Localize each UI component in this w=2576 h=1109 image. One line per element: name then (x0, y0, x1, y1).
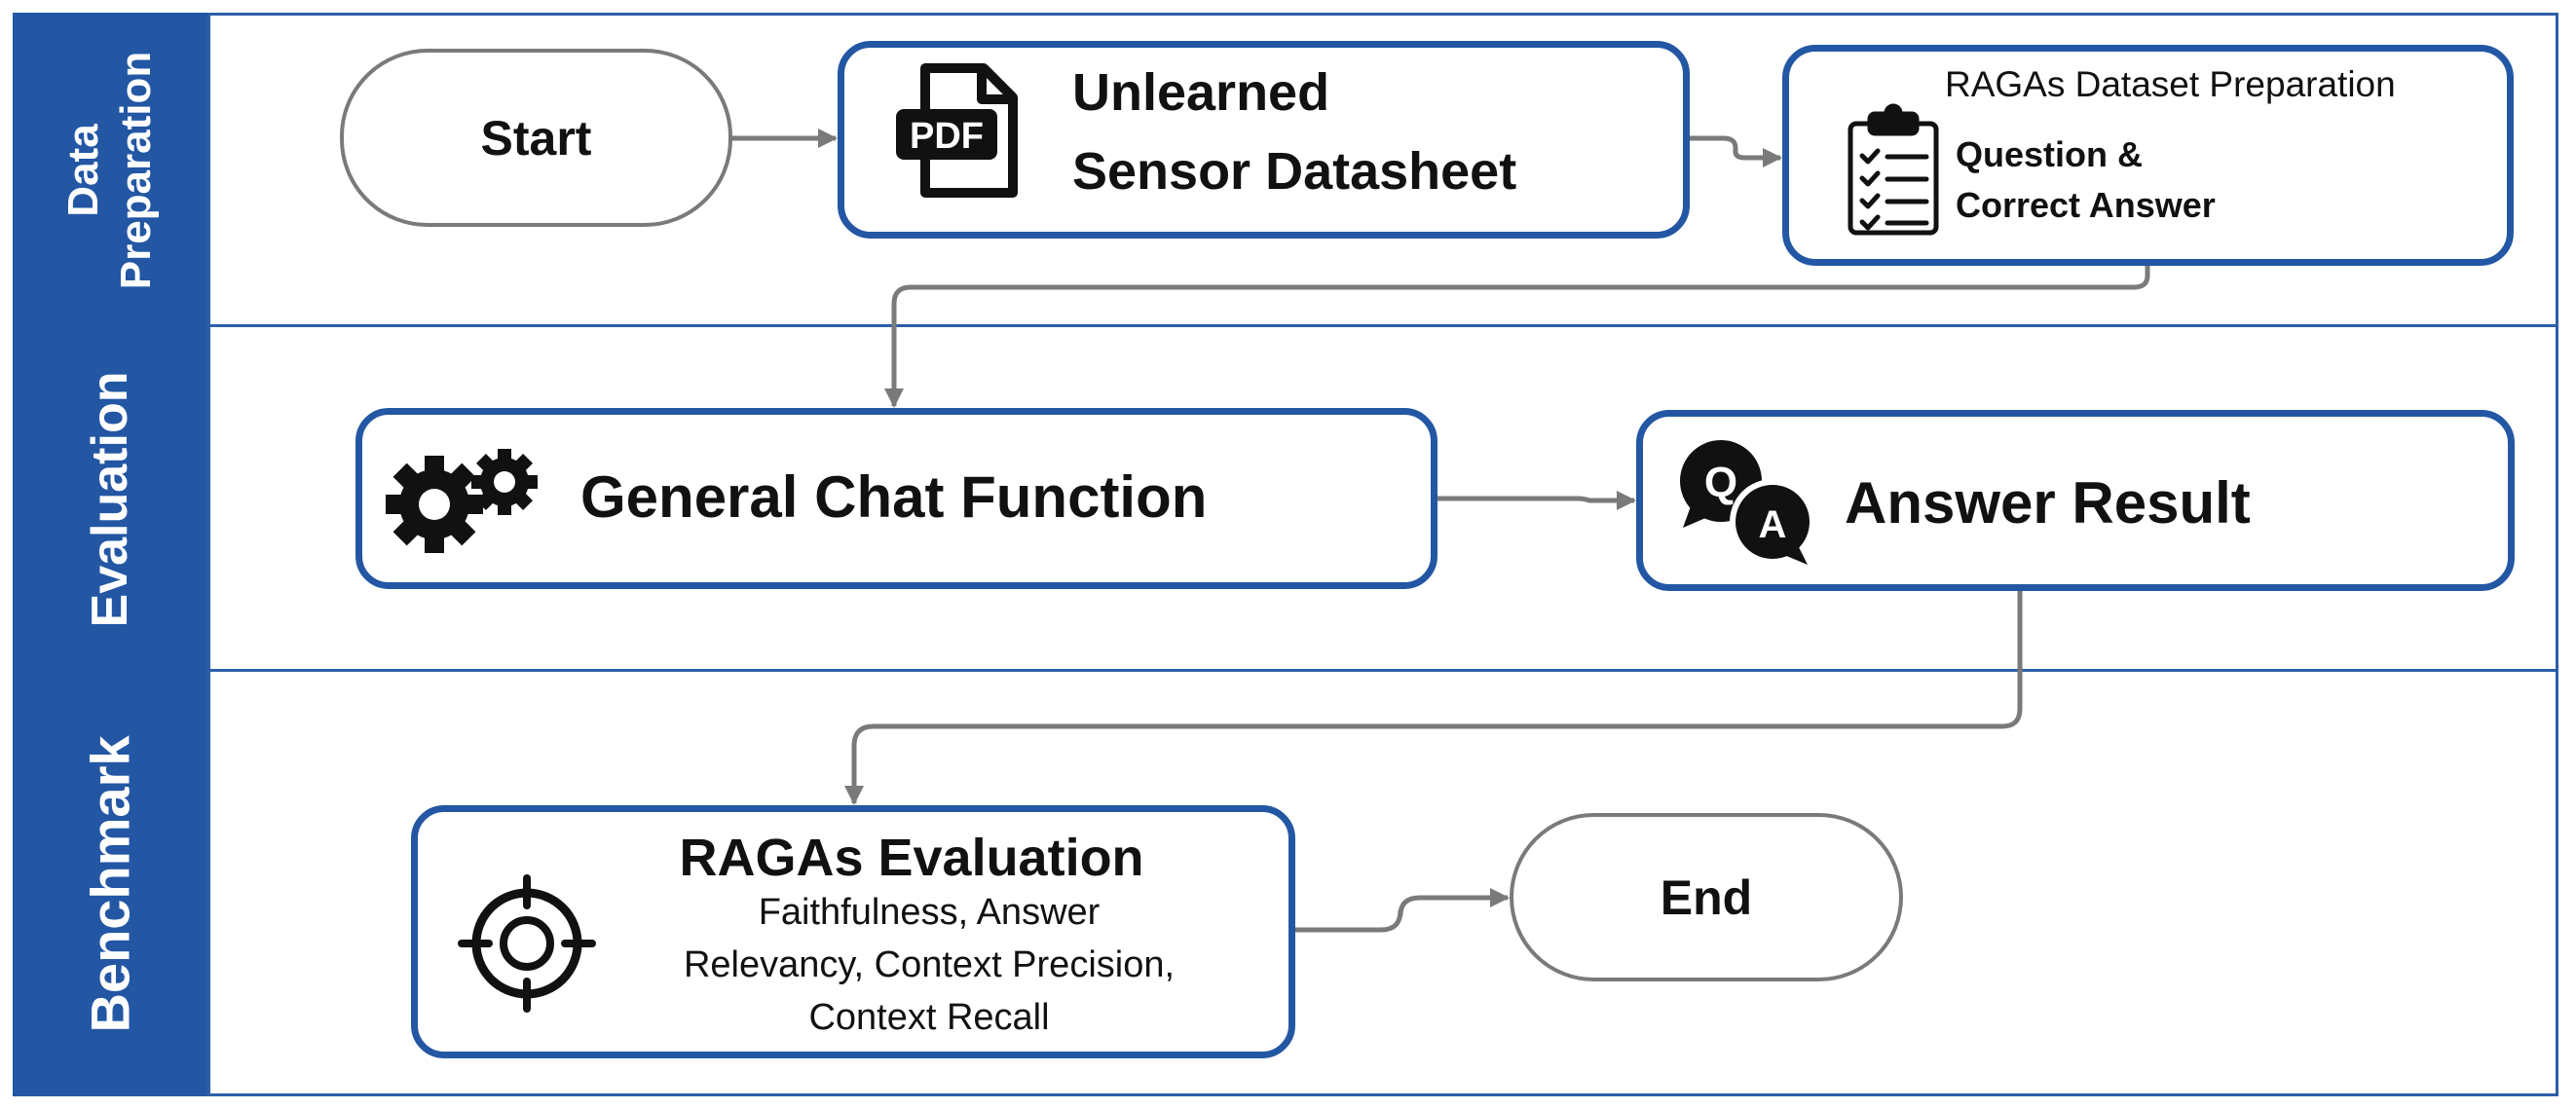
clipboard-checklist-icon (1848, 103, 1939, 236)
target-crosshair-icon (458, 874, 596, 1013)
pdf-icon-text: PDF (910, 116, 984, 157)
end-label: End (1660, 869, 1753, 925)
answer-result-label: Answer Result (1845, 470, 2251, 536)
ragas-prep-line1: Question & (1956, 134, 2144, 174)
lane-header-evaluation: Evaluation (13, 327, 207, 672)
ragas-eval-line1: Faithfulness, Answer (758, 892, 1101, 933)
ragas-evaluation-node (411, 805, 1295, 1058)
arrow-eval-to-end (1295, 888, 1510, 933)
general-chat-node (355, 408, 1437, 589)
datasheet-line1: Unlearned (1072, 63, 1330, 122)
lane-header-data-preparation: Data Preparation (13, 13, 207, 327)
ragas-eval-line3: Context Recall (808, 997, 1050, 1038)
datasheet-line2: Sensor Datasheet (1072, 142, 1517, 201)
start-node: Start (340, 49, 732, 227)
end-node: End (1510, 813, 1903, 981)
ragas-eval-title: RAGAs Evaluation (679, 829, 1144, 887)
arrow-datasheet-to-prep (1690, 135, 1782, 167)
qa-icon-a: A (1759, 503, 1787, 546)
ragas-prep-line2: Correct Answer (1956, 185, 2216, 225)
ragas-prep-title: RAGAs Dataset Preparation (1945, 64, 2396, 104)
arrow-prep-to-chat (884, 266, 2150, 408)
gears-icon (386, 449, 538, 553)
qa-bubbles-icon: Q A (1680, 440, 1815, 565)
general-chat-label: General Chat Function (580, 464, 1208, 530)
arrow-answer-to-eval (844, 591, 2023, 805)
lane-header-benchmark: Benchmark (13, 672, 207, 1096)
qa-icon-q: Q (1704, 459, 1737, 506)
start-label: Start (480, 110, 592, 166)
ragas-eval-line2: Relevancy, Context Precision, (683, 944, 1176, 985)
arrow-chat-to-answer (1437, 491, 1636, 510)
pdf-file-icon: PDF (896, 63, 1018, 198)
